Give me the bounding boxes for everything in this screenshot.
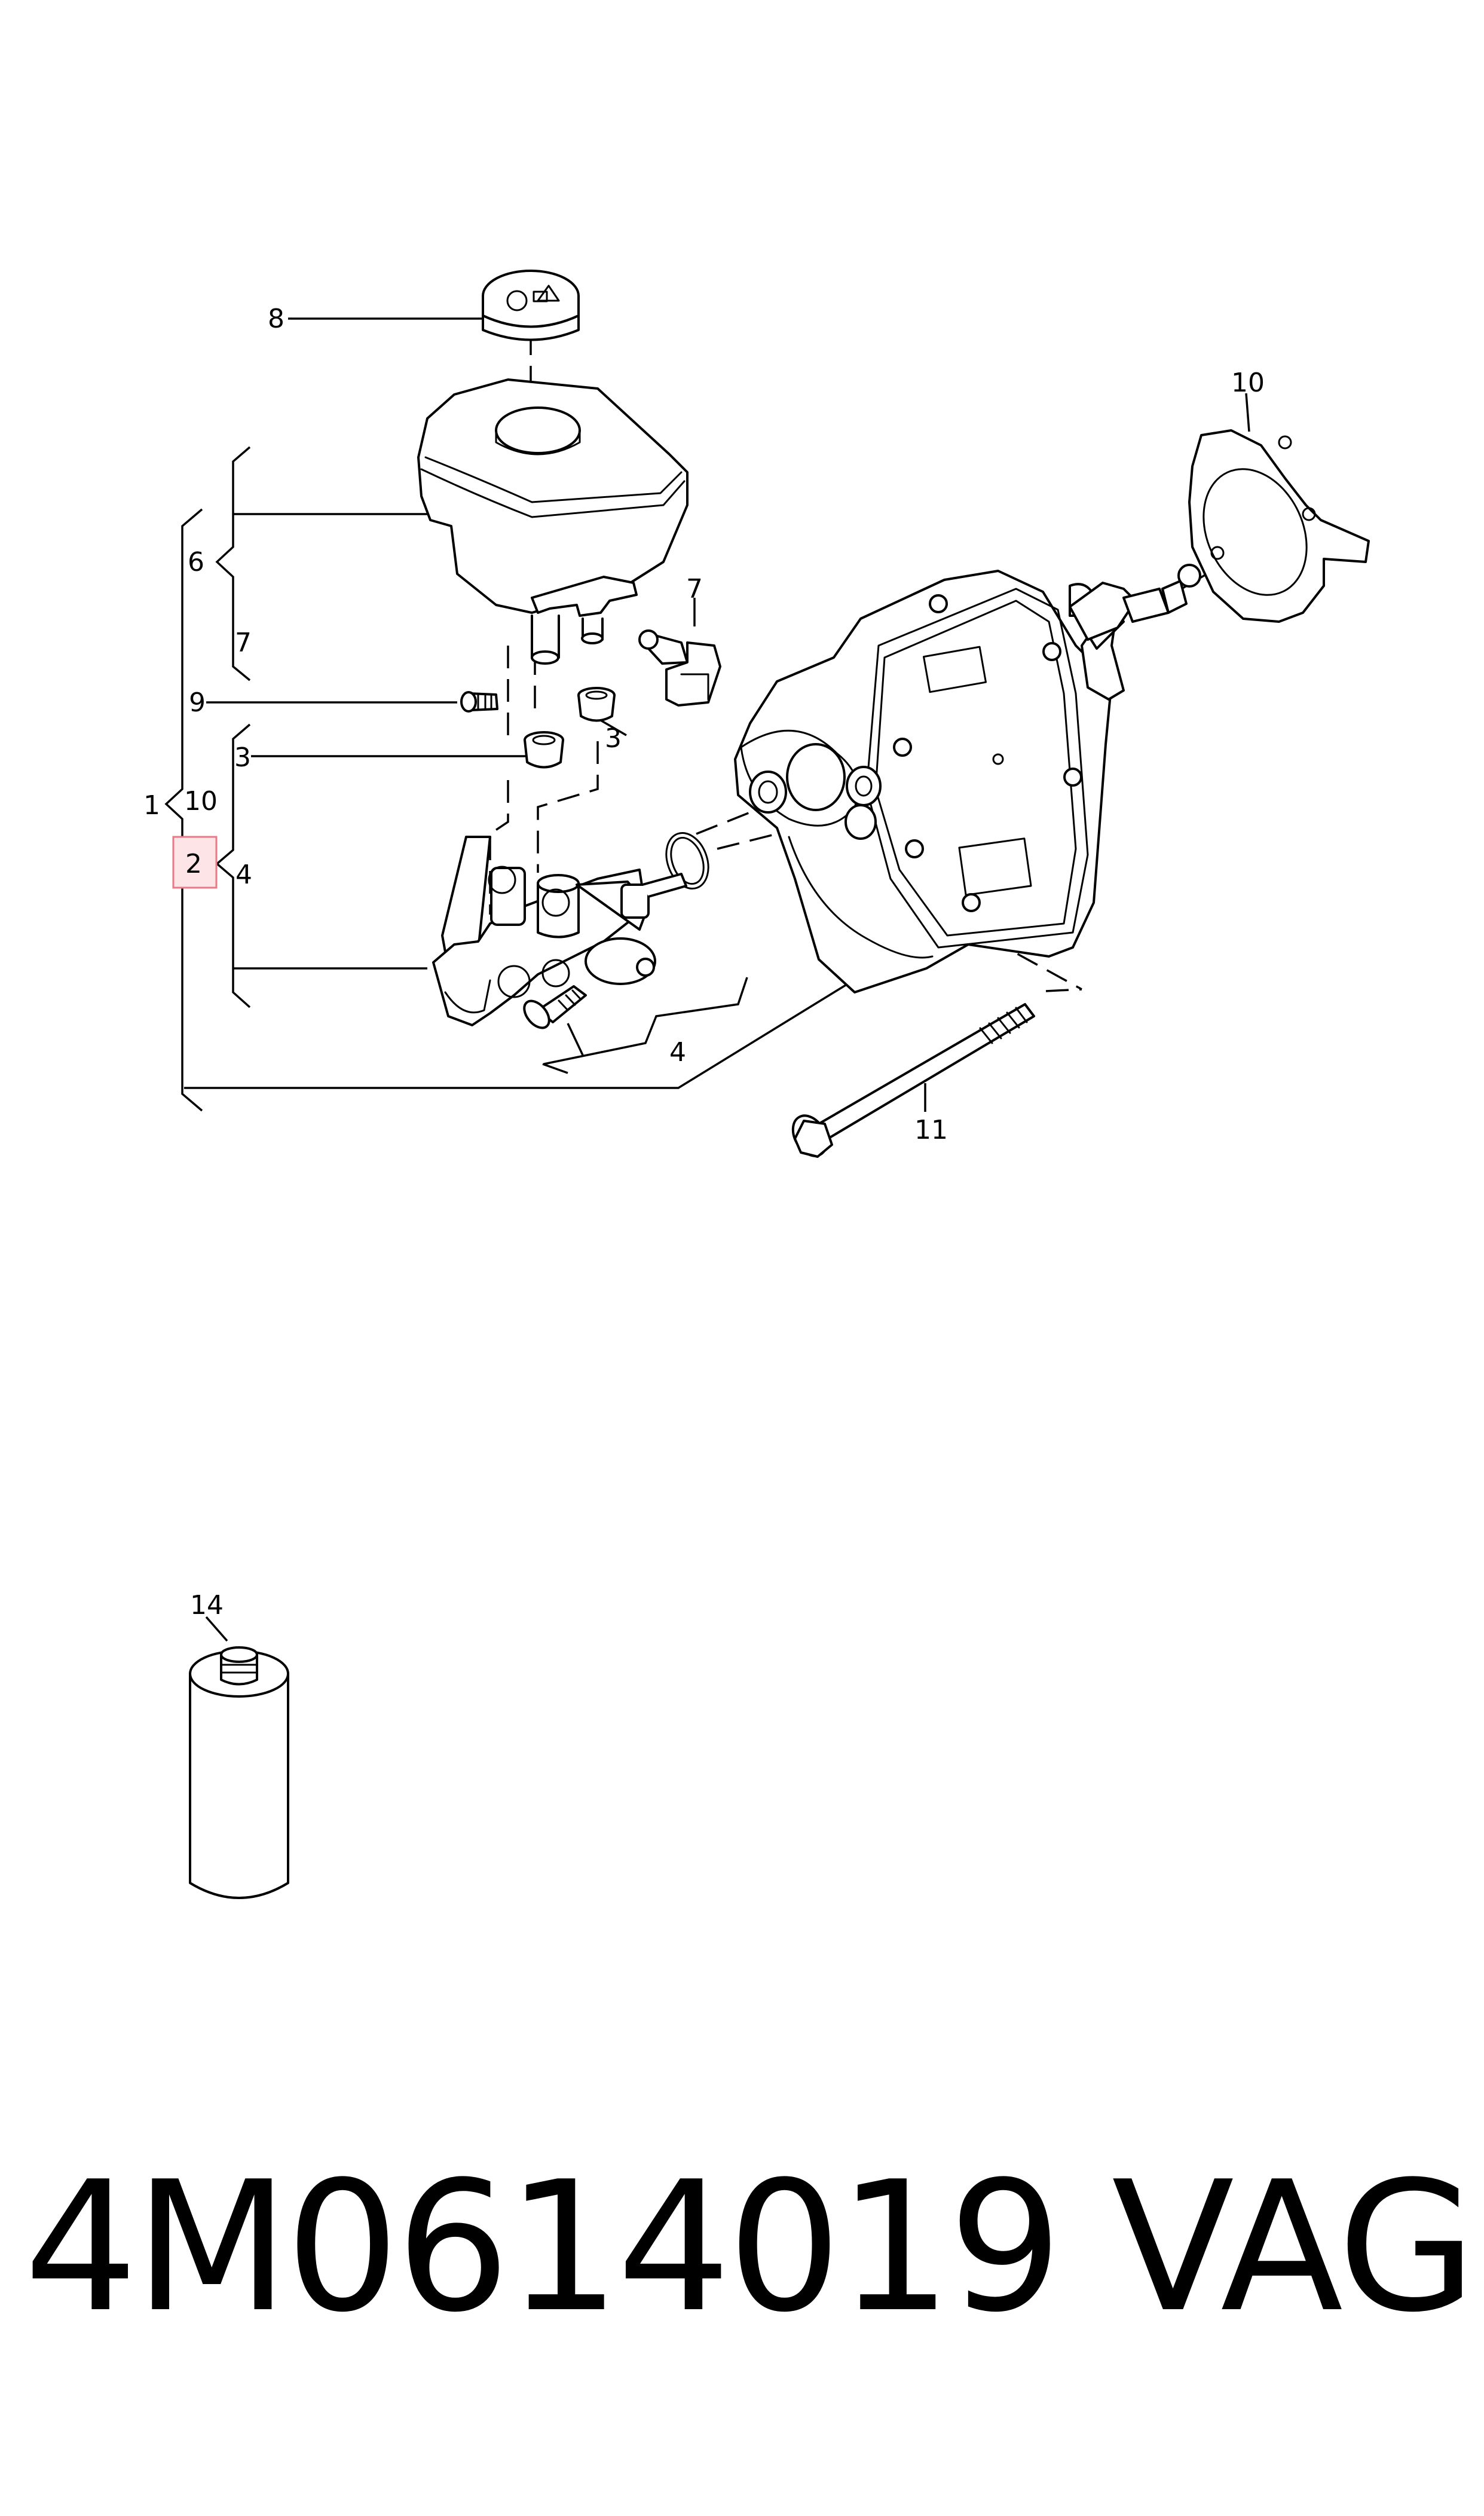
reservoir-cap-part: [482, 270, 580, 341]
brake-booster-part: [734, 564, 1201, 993]
bracket-lines: [164, 317, 1250, 1642]
callout-14: 14: [190, 1590, 224, 1621]
highlighted-callout-box: [172, 836, 218, 889]
callout-11: 11: [914, 1115, 948, 1145]
callout-10-top: 10: [1231, 368, 1265, 398]
screw-part-9: [460, 691, 498, 713]
callout-7-right: 7: [686, 574, 703, 604]
callout-6: 6: [188, 547, 204, 577]
callout-4-bottom: 4: [669, 1037, 686, 1068]
grommet-part-3a: [524, 731, 564, 769]
brake-fluid-bottle-part: [189, 1646, 289, 1899]
callout-3-left: 3: [234, 742, 251, 773]
master-cylinder-part: [432, 836, 687, 1026]
callout-2: 2: [185, 849, 202, 879]
callout-1: 1: [143, 790, 160, 821]
callout-9: 9: [189, 687, 206, 718]
fluid-level-sensor-part: [638, 629, 721, 707]
callout-3-right: 3: [605, 723, 622, 754]
gasket-part: [1188, 429, 1370, 623]
footer-code-line: 4M0614019 VAG: [24, 2143, 1476, 2352]
callout-8: 8: [268, 304, 284, 334]
callout-10-left: 10: [184, 786, 218, 817]
brand-name: VAG: [1112, 2143, 1476, 2352]
bolt-part-4: [523, 985, 587, 1029]
callout-7-left: 7: [235, 628, 252, 658]
o-ring-part: [665, 832, 709, 889]
callout-4-left: 4: [235, 860, 252, 890]
long-bolt-part: [791, 1003, 1035, 1158]
callout-labels: 8 10 6 7 7 9 3 3 1 10 2 4 4 11 14: [143, 304, 1265, 1621]
part-number: 4M0614019: [24, 2143, 1063, 2352]
brake-fluid-reservoir-part: [417, 378, 689, 665]
grommet-part-3b: [577, 687, 616, 722]
